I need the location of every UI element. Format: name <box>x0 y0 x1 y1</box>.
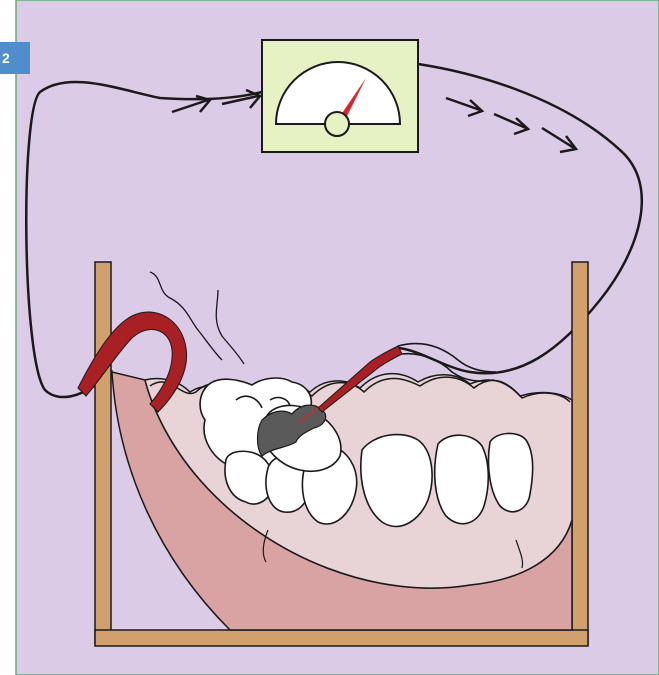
meter-pivot <box>325 112 349 136</box>
figure-number-badge: 2 <box>0 42 30 74</box>
galvanometer <box>262 40 418 152</box>
